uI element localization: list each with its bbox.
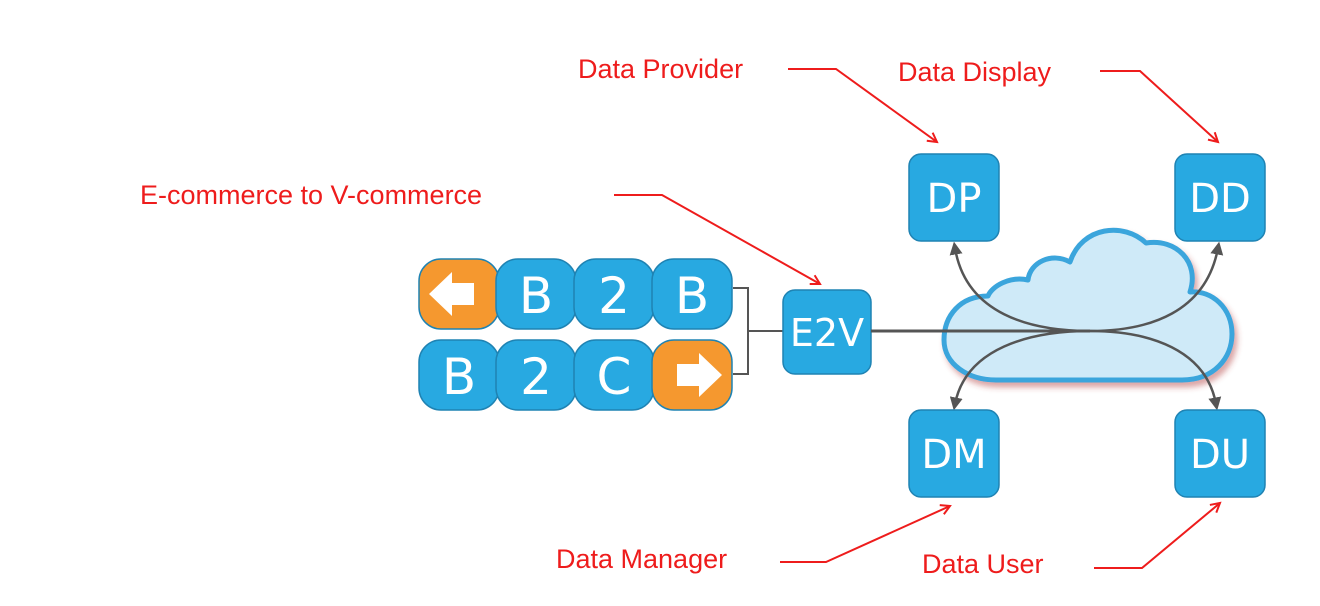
bracket-connector	[733, 287, 784, 375]
e2v-label: E2V	[790, 311, 864, 355]
label-data-user: Data User	[922, 549, 1044, 579]
dp-box	[908, 153, 1000, 242]
tile-b-end	[651, 258, 733, 330]
du-label: DU	[1190, 432, 1250, 478]
e2v-pointer	[614, 194, 820, 284]
arrow-to-dd	[1089, 241, 1224, 333]
arrow-to-dm	[949, 329, 1091, 411]
dp-label: DP	[927, 176, 982, 222]
tile-2-label: 2	[598, 267, 630, 325]
data-user-pointer	[1094, 503, 1220, 569]
arrow-to-dp	[949, 241, 1091, 333]
tile-b-end-label: B	[675, 267, 709, 325]
label-data-manager: Data Manager	[556, 544, 727, 574]
data-manager-pointer	[780, 506, 950, 563]
arrow-left-icon	[429, 272, 474, 316]
label-ecommerce-to-vcommerce: E-commerce to V-commerce	[140, 180, 482, 210]
dm-label: DM	[921, 432, 986, 478]
label-data-display: Data Display	[898, 57, 1052, 87]
tile-b-label: B	[519, 267, 553, 325]
dd-label: DD	[1189, 176, 1251, 222]
dd-box	[1174, 153, 1266, 242]
tile-b2-label: B	[442, 348, 476, 406]
du-box	[1174, 409, 1266, 498]
label-data-provider: Data Provider	[578, 54, 743, 84]
tile-2b-label: 2	[520, 348, 552, 406]
tile-c-label: C	[597, 348, 632, 406]
row-b2b: B 2 B	[418, 258, 733, 330]
data-display-pointer	[1100, 70, 1218, 142]
arrow-to-du	[1089, 329, 1222, 411]
row-b2c: B 2 C	[418, 339, 733, 411]
dm-box	[908, 409, 1000, 498]
arrow-right-icon	[677, 353, 722, 397]
data-provider-pointer	[788, 68, 937, 142]
